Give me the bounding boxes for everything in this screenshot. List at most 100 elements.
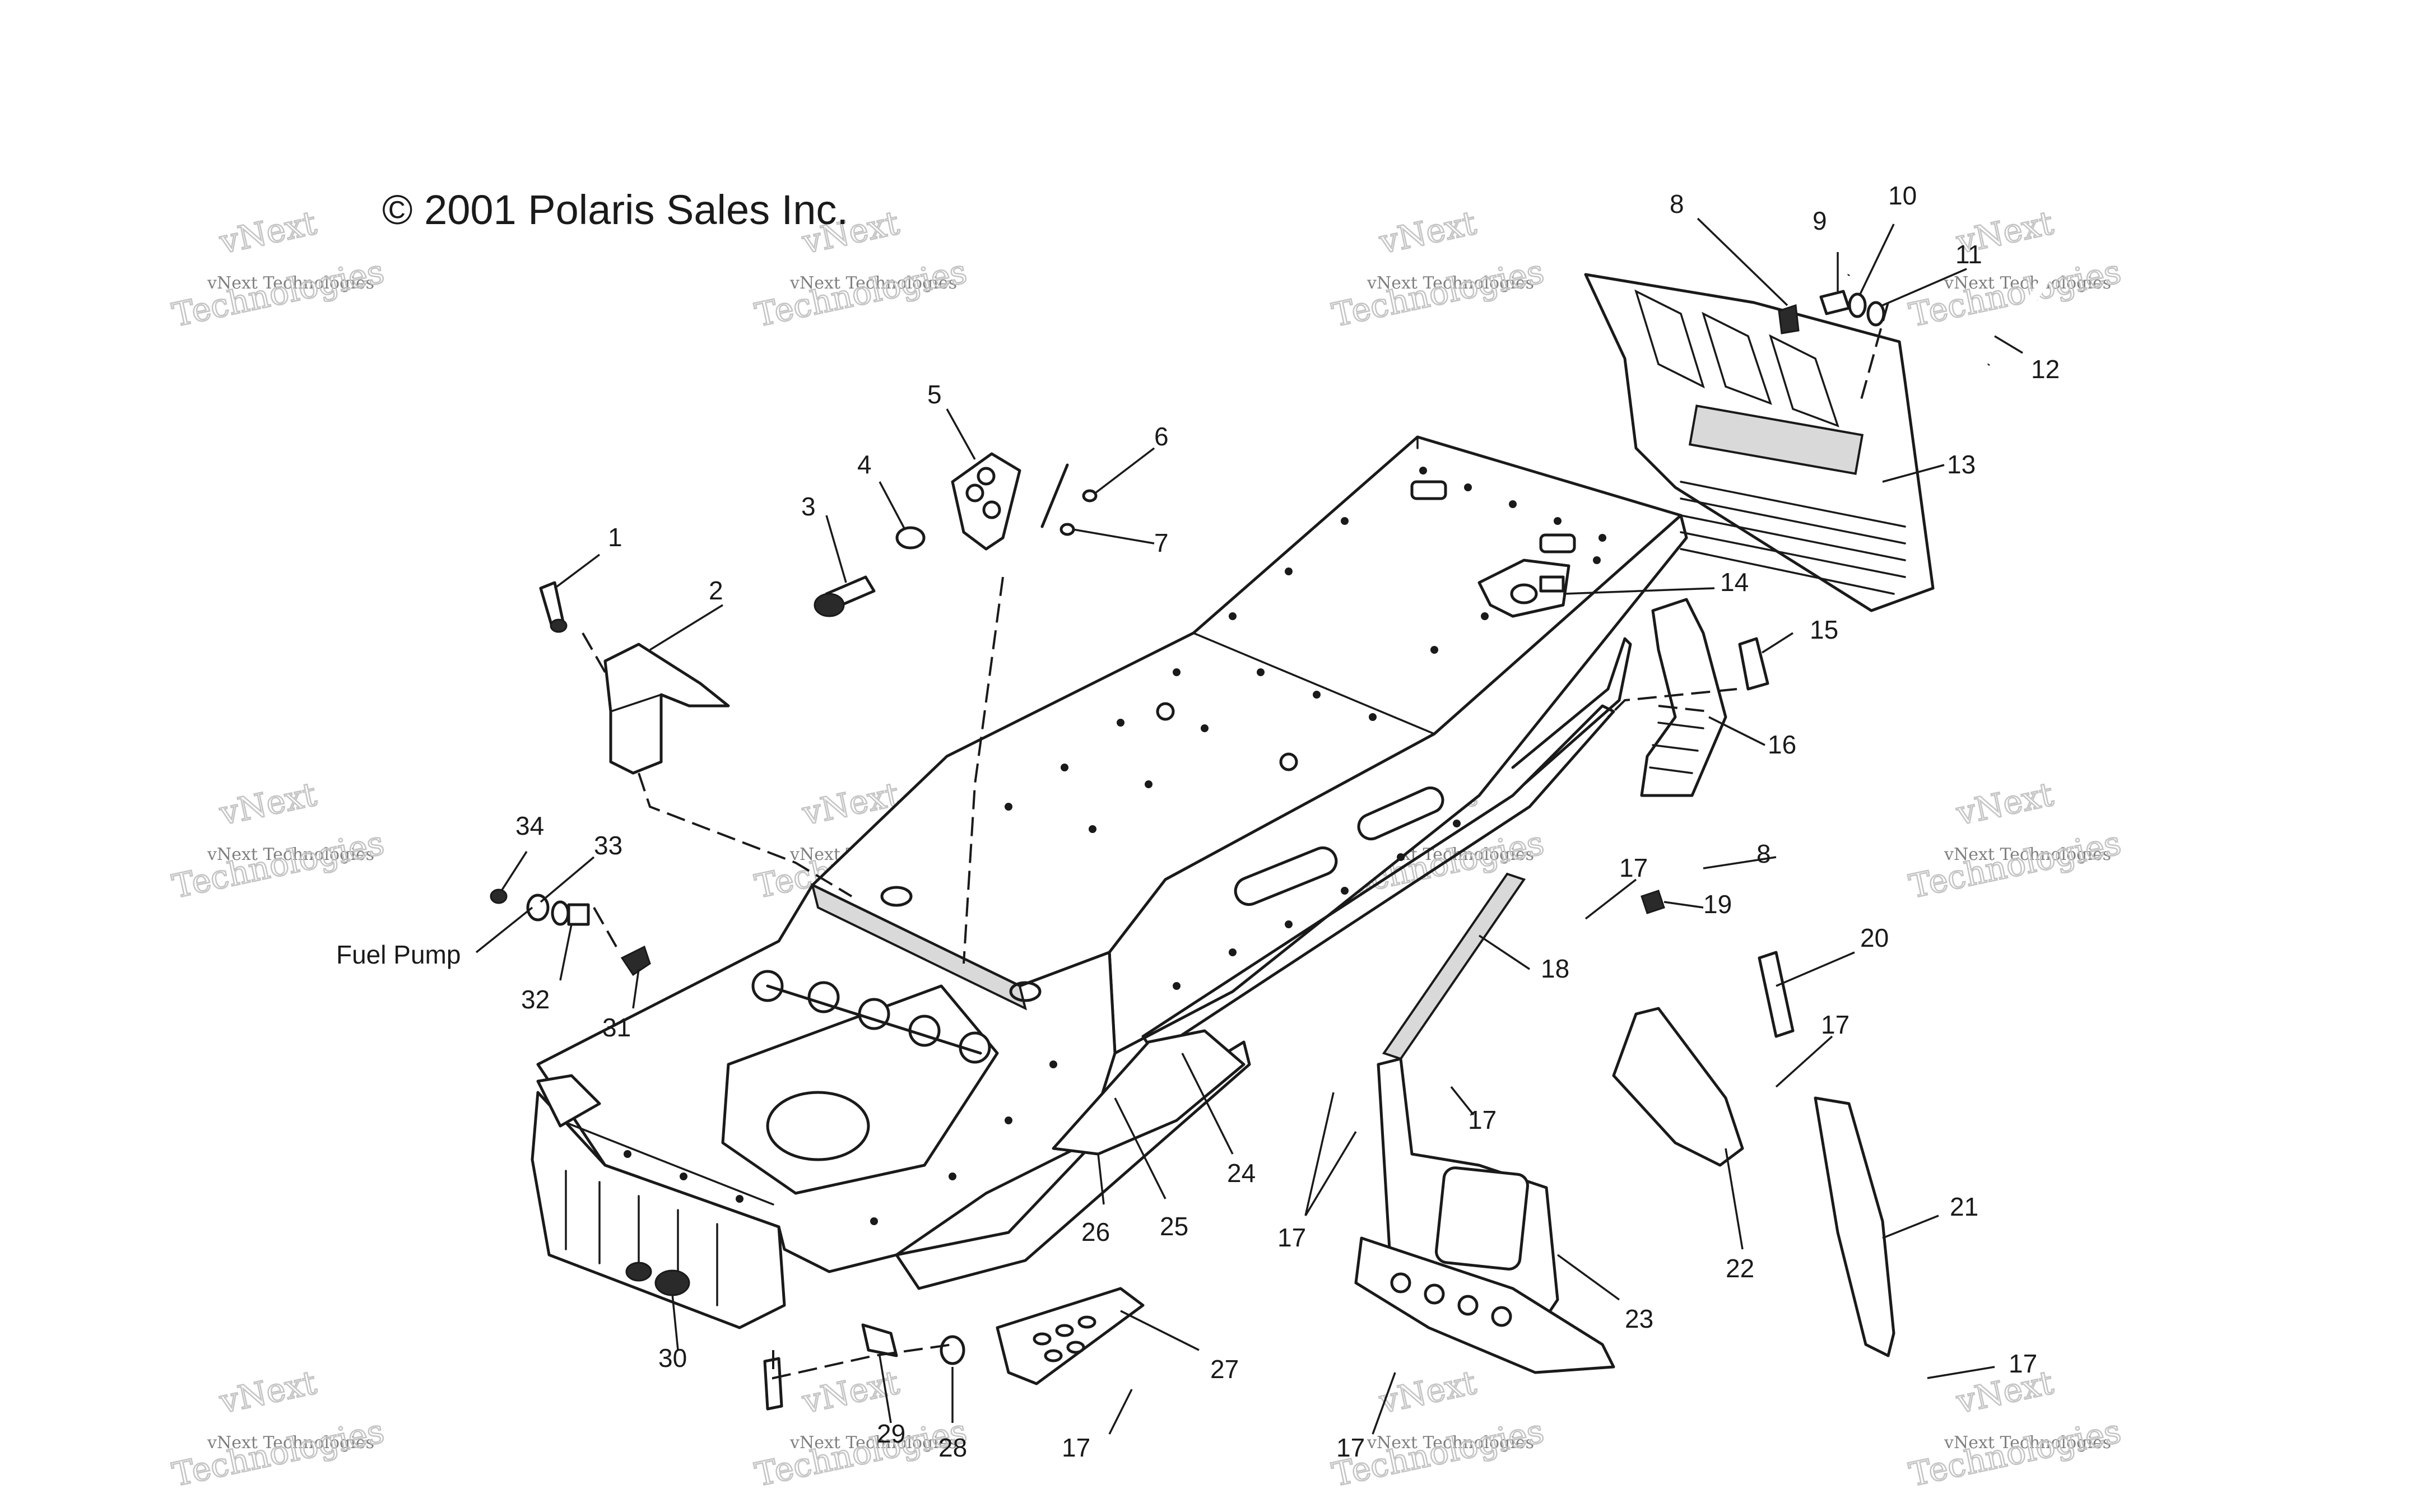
drain-fitting-30 (625, 1262, 690, 1296)
callout-13: 13 (1947, 450, 1976, 479)
callout-11: 11 (1955, 240, 1982, 269)
nose-seam (559, 1119, 774, 1206)
part-14-bracket (1477, 559, 1570, 618)
part-32-washer (551, 900, 570, 926)
callout-30: 30 (658, 1343, 687, 1373)
part-15-insert (1738, 637, 1769, 691)
watermark-line3: Technologies (1906, 824, 2125, 905)
watermark-line3: Technologies (752, 1412, 970, 1494)
part-16-footrest (1640, 598, 1727, 797)
watermark-line3: Technologies (752, 252, 970, 334)
part-12-rear-bumper (1845, 67, 2120, 367)
watermark: vNext vNext Technologies Technologies (168, 774, 388, 906)
part-3-bolt (814, 575, 876, 617)
callout-17-f: 17 (1336, 1433, 1365, 1462)
part-8-bolt (1778, 304, 1800, 334)
part-4-nut (895, 526, 926, 550)
part-13-snowflap (1584, 273, 1935, 612)
part-33-washer (526, 894, 550, 922)
nose-tab (536, 1074, 601, 1128)
callout-24: 24 (1227, 1159, 1256, 1188)
part-23-side-panel (1354, 1057, 1615, 1374)
watermark-line1: vNext (798, 1363, 902, 1421)
callout-9: 9 (1813, 206, 1827, 235)
watermark-line2: vNext Technologies (789, 273, 957, 293)
callout-14: 14 (1720, 567, 1749, 597)
tunnel-slot (1234, 846, 1338, 906)
watermark-line1: vNext (1953, 775, 2056, 832)
watermark: vNext vNext Technologies Technologies (168, 203, 388, 335)
part-5-plate (951, 452, 1021, 551)
callout-7: 7 (1154, 528, 1169, 557)
part-7-screw (1059, 523, 1075, 536)
front-cross-member (811, 883, 1027, 1011)
watermark-line3: Technologies (169, 1412, 388, 1494)
callout-16: 16 (1768, 730, 1796, 759)
callout-3: 3 (801, 492, 816, 521)
callout-17-g: 17 (2009, 1349, 2037, 1378)
part-34-nut (490, 888, 508, 904)
watermark-line1: vNext (216, 1363, 319, 1421)
part-18-rail-strip (1382, 872, 1526, 1060)
callout-8-top: 8 (1670, 189, 1684, 218)
watermark-line3: Technologies (1906, 1412, 2125, 1494)
part-1-screw (539, 581, 568, 633)
tunnel-top-hole (880, 886, 913, 907)
part-21-side-trim (1814, 1096, 1895, 1357)
watermark-line2: vNext Technologies (1944, 1433, 2111, 1453)
watermark-line1: vNext (1376, 1363, 1479, 1421)
callout-21: 21 (1950, 1192, 1978, 1221)
tunnel-top-slot (1539, 533, 1576, 553)
part-11-nut (1866, 301, 1885, 327)
bulkhead-opening (721, 984, 999, 1195)
part-19-clip (1641, 890, 1665, 914)
running-board-rail (1511, 637, 1632, 786)
watermark-line2: vNext Technologies (1944, 273, 2111, 293)
part-6-screw (1082, 489, 1098, 503)
watermark: vNext vNext Technologies Technologies (751, 1362, 970, 1495)
part-10-washer (1848, 292, 1867, 318)
callout-17-a: 17 (1619, 853, 1648, 882)
watermark-line2: vNext Technologies (1367, 1433, 1534, 1453)
callout-5: 5 (927, 380, 942, 409)
chassis-frame (531, 435, 1688, 1329)
part-29-bolt (861, 1323, 898, 1357)
callout-22: 22 (1726, 1254, 1754, 1283)
callout-23: 23 (1625, 1304, 1653, 1333)
watermark: vNext vNext Technologies Technologies (1328, 1362, 1548, 1495)
tunnel-top-slot (1410, 480, 1447, 500)
callout-18: 18 (1541, 954, 1569, 983)
callout-17-e: 17 (1062, 1433, 1090, 1462)
fuel-pump-label: Fuel Pump (336, 940, 461, 969)
part-27-footwell (996, 1287, 1145, 1385)
part-24-bracket (1052, 1029, 1246, 1156)
callout-17-b: 17 (1821, 1010, 1850, 1039)
watermark-line2: vNext Technologies (1367, 273, 1534, 293)
watermark-line2: vNext Technologies (1944, 845, 2111, 864)
tunnel-top-hole (1009, 981, 1042, 1002)
watermark: vNext vNext Technologies Technologies (168, 1362, 388, 1495)
callout-31: 31 (602, 1013, 631, 1042)
part-28-nut (940, 1335, 965, 1365)
callout-32: 32 (521, 985, 550, 1014)
callout-labels: 1 2 3 4 5 6 7 8 9 10 11 12 13 14 15 16 8… (336, 181, 2060, 1462)
callout-17-d: 17 (1277, 1223, 1306, 1252)
callout-19: 19 (1703, 890, 1732, 919)
watermark-line3: Technologies (169, 252, 388, 334)
copyright-notice: © 2001 Polaris Sales Inc. (382, 187, 848, 233)
callout-20: 20 (1860, 923, 1889, 952)
watermark-line2: vNext Technologies (789, 1433, 957, 1453)
watermark-line1: vNext (216, 203, 319, 261)
callout-12: 12 (2031, 355, 2060, 384)
watermark-line1: vNext (216, 775, 319, 832)
fuel-pump-hardware (490, 888, 651, 976)
watermark: vNext vNext Technologies Technologies (1905, 1362, 2125, 1495)
flap-grille (1680, 481, 1906, 595)
callout-4: 4 (857, 450, 872, 479)
callout-28: 28 (938, 1433, 967, 1462)
part-2-bracket (603, 643, 730, 775)
watermark-line2: vNext Technologies (207, 1433, 374, 1453)
callout-6: 6 (1154, 422, 1169, 451)
watermark-line2: vNext Technologies (207, 273, 374, 293)
